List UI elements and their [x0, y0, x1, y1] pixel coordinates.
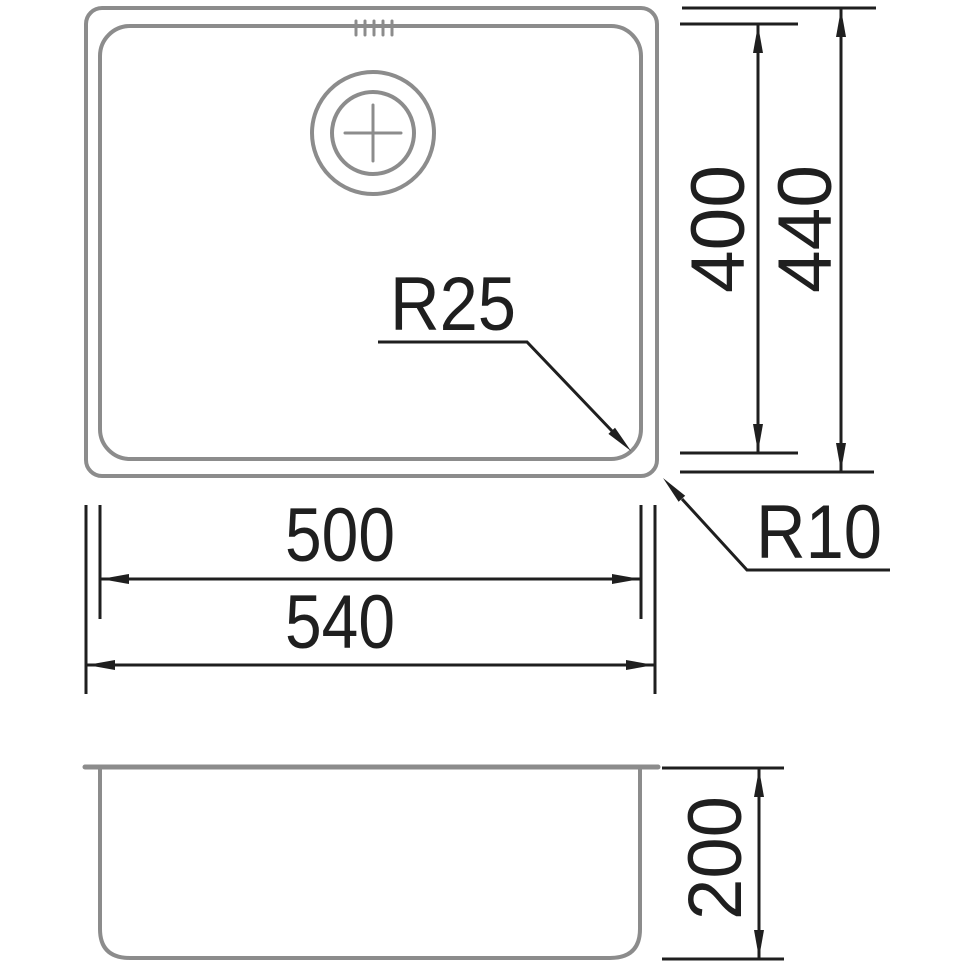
drain-outer-circle — [310, 70, 436, 196]
r25-leader-line — [378, 340, 614, 433]
r10-label: R10 — [756, 490, 882, 575]
radius-callout-r25: R25 — [378, 262, 631, 451]
dimension-label-500: 500 — [285, 493, 395, 578]
overflow-tick-marks — [354, 19, 394, 37]
sink-side-view — [82, 764, 661, 960]
sink-rim-outline — [84, 6, 659, 478]
dimension-bowl-width-400: 400 — [676, 22, 798, 455]
arrowhead-left — [101, 574, 129, 584]
sink-bowl-profile — [98, 767, 642, 960]
arrowhead-up — [754, 769, 764, 797]
dimension-label-540: 540 — [285, 580, 395, 665]
arrowhead-down — [753, 424, 763, 452]
arrowhead-up — [753, 25, 763, 53]
arrowhead-right — [626, 660, 654, 670]
arrowhead-left — [87, 660, 115, 670]
arrowhead-down — [836, 443, 846, 471]
sink-bowl-outline — [98, 24, 643, 461]
drain-icon — [310, 70, 436, 196]
r10-arrowhead — [663, 478, 686, 502]
dimension-label-200: 200 — [673, 796, 758, 920]
dimension-bowl-length-500: 500 — [84, 493, 657, 694]
r25-arrowhead — [608, 427, 631, 451]
dimension-label-440: 440 — [763, 165, 848, 293]
arrowhead-down — [754, 930, 764, 958]
dimension-label-400: 400 — [676, 165, 761, 293]
radius-callout-r10: R10 — [663, 478, 890, 575]
sink-top-view — [84, 6, 659, 478]
arrowhead-up — [836, 9, 846, 37]
r25-label: R25 — [390, 262, 516, 347]
arrowhead-right — [612, 574, 640, 584]
dimension-overall-width-440: 440 — [680, 6, 876, 474]
drain-inner-circle — [330, 90, 416, 176]
dimension-overall-length-540: 540 — [87, 580, 654, 670]
dimension-bowl-depth-200: 200 — [662, 766, 784, 961]
r10-leader-line — [680, 497, 890, 572]
